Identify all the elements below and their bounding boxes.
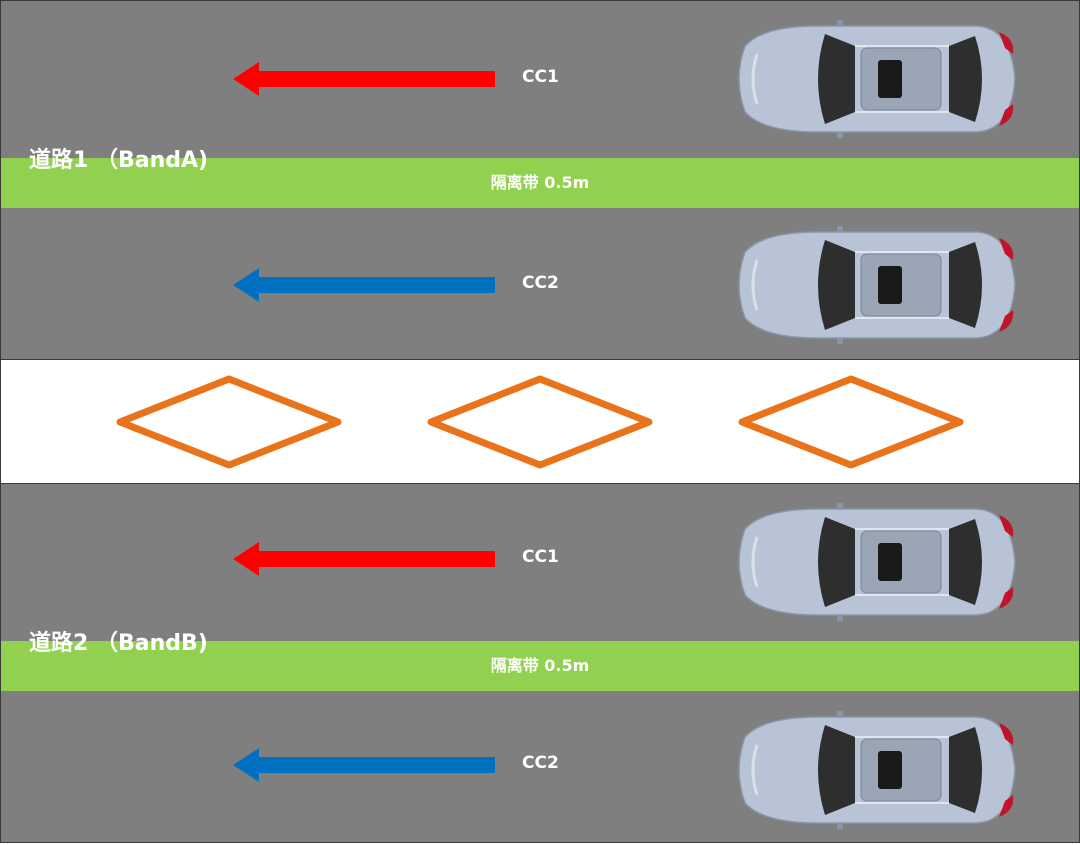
lane-label-cc1: CC1 [522,67,559,87]
road-2: CC1 隔离带 0.5m 道路2 （BandB) CC2 [0,483,1080,843]
car-icon [727,18,1019,140]
car-icon [727,709,1019,831]
left-arrow-icon [233,62,495,96]
lane-label-cc2: CC2 [522,753,559,773]
median-strip [1,641,1079,691]
median-label: 隔离带 0.5m [490,173,590,192]
lane-label-cc1: CC1 [522,547,559,567]
car-icon [727,224,1019,346]
median-strip [1,158,1079,208]
left-arrow-icon [233,748,495,782]
left-arrow-icon [233,542,495,576]
road-2-name: 道路2 （BandB) [29,631,208,656]
left-arrow-icon [233,268,495,302]
road-2-lane-cc1: CC1 [1,484,1079,641]
road-1-lane-cc2: CC2 [1,208,1079,360]
lane-label-cc2: CC2 [522,273,559,293]
diamond-marking-icon [427,375,653,469]
median-label: 隔离带 0.5m [490,656,590,675]
diamond-marking-icon [116,375,342,469]
car-icon [727,501,1019,623]
diamond-marking-icon [738,375,964,469]
road-1-lane-cc1: CC1 [1,1,1079,158]
road-1-name: 道路1 （BandA) [29,148,209,173]
road-2-lane-cc2: CC2 [1,691,1079,843]
road-1: CC1 隔离带 0.5m 道路1 （BandA) CC2 [0,0,1080,360]
